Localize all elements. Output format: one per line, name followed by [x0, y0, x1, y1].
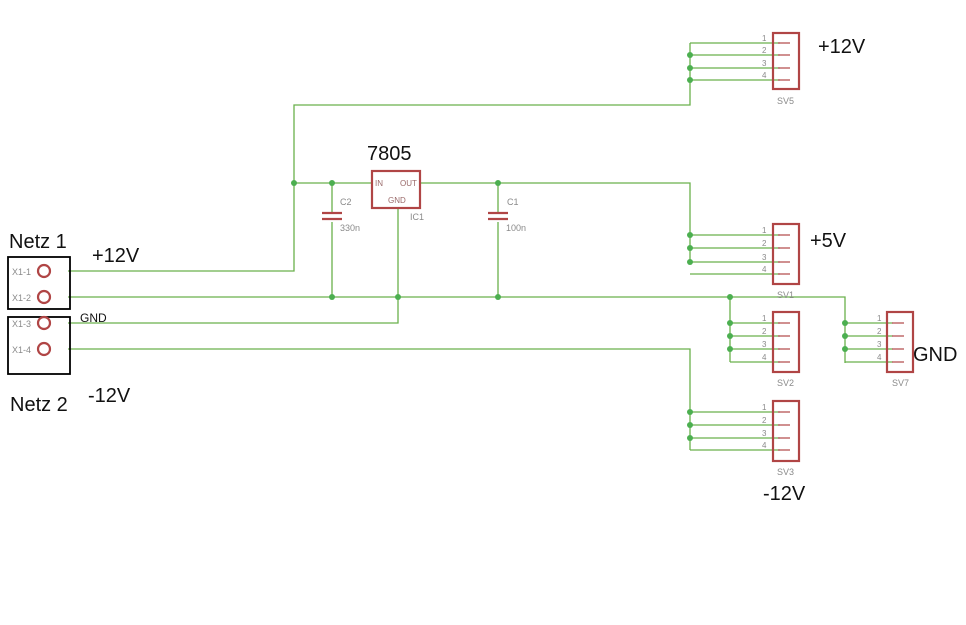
svg-text:4: 4 [762, 71, 767, 80]
capacitor-c2: C2 330n [322, 197, 360, 233]
sv1-ref: SV1 [777, 290, 794, 300]
svg-text:2: 2 [762, 327, 767, 336]
header-sv3: 1 2 3 4 SV3 -12V [762, 399, 806, 505]
terminal-pin-3 [36, 315, 52, 331]
sv2-ref: SV2 [777, 378, 794, 388]
terminal-pin-1 [36, 263, 52, 279]
regulator-pin-out: OUT [400, 179, 417, 188]
regulator-pin-in: IN [375, 179, 383, 188]
svg-text:3: 3 [762, 340, 767, 349]
terminal-pin-1-label: X1-1 [12, 267, 31, 277]
terminal-pin-2-label: X1-2 [12, 293, 31, 303]
svg-text:1: 1 [877, 314, 882, 323]
terminal-pin-2 [36, 289, 52, 305]
capacitor-c1: C1 100n [488, 197, 526, 233]
svg-text:2: 2 [762, 239, 767, 248]
regulator-ref: IC1 [410, 212, 424, 222]
svg-text:2: 2 [877, 327, 882, 336]
sv7-rail-label: GND [913, 344, 957, 366]
sv3-ref: SV3 [777, 467, 794, 477]
input-minus12-label: -12V [88, 385, 131, 407]
terminal-pin-3-label: X1-3 [12, 319, 31, 329]
svg-text:3: 3 [762, 429, 767, 438]
sv7-ref: SV7 [892, 378, 909, 388]
svg-text:3: 3 [762, 59, 767, 68]
regulator-title: 7805 [367, 143, 412, 165]
header-sv1: 1 2 3 4 SV1 +5V [762, 222, 847, 300]
sv5-rail-label: +12V [818, 36, 866, 58]
wires [68, 42, 893, 451]
svg-text:1: 1 [762, 34, 767, 43]
terminal-pin-4-label: X1-4 [12, 345, 31, 355]
junction-dots [291, 52, 848, 441]
sv5-ref: SV5 [777, 96, 794, 106]
header-sv7: 1 2 3 4 SV7 GND [877, 310, 957, 388]
terminal-block-netz2: Netz 2 [7, 316, 71, 416]
svg-text:1: 1 [762, 226, 767, 235]
svg-text:1: 1 [762, 314, 767, 323]
terminal-pins: X1-1 X1-2 X1-3 X1-4 [12, 263, 52, 357]
svg-text:1: 1 [762, 403, 767, 412]
svg-text:4: 4 [762, 265, 767, 274]
c2-ref: C2 [340, 197, 352, 207]
input-gnd-label: GND [80, 311, 107, 325]
svg-text:4: 4 [877, 353, 882, 362]
netz2-label: Netz 2 [10, 394, 68, 416]
svg-text:4: 4 [762, 441, 767, 450]
regulator-pin-gnd: GND [388, 196, 406, 205]
netz1-label: Netz 1 [9, 231, 67, 253]
header-sv5: 1 2 3 4 SV5 +12V [762, 31, 866, 106]
c1-ref: C1 [507, 197, 519, 207]
svg-text:2: 2 [762, 416, 767, 425]
header-sv2: 1 2 3 4 SV2 [762, 310, 801, 388]
c2-value: 330n [340, 223, 360, 233]
svg-text:4: 4 [762, 353, 767, 362]
svg-text:2: 2 [762, 46, 767, 55]
sv1-rail-label: +5V [810, 230, 847, 252]
c1-value: 100n [506, 223, 526, 233]
terminal-pin-4 [36, 341, 52, 357]
svg-text:3: 3 [877, 340, 882, 349]
sv3-rail-label: -12V [763, 483, 806, 505]
regulator-7805: 7805 IN OUT GND IC1 [367, 143, 424, 222]
svg-text:3: 3 [762, 253, 767, 262]
terminal-block-netz1: Netz 1 [7, 231, 71, 310]
input-plus12-label: +12V [92, 245, 140, 267]
